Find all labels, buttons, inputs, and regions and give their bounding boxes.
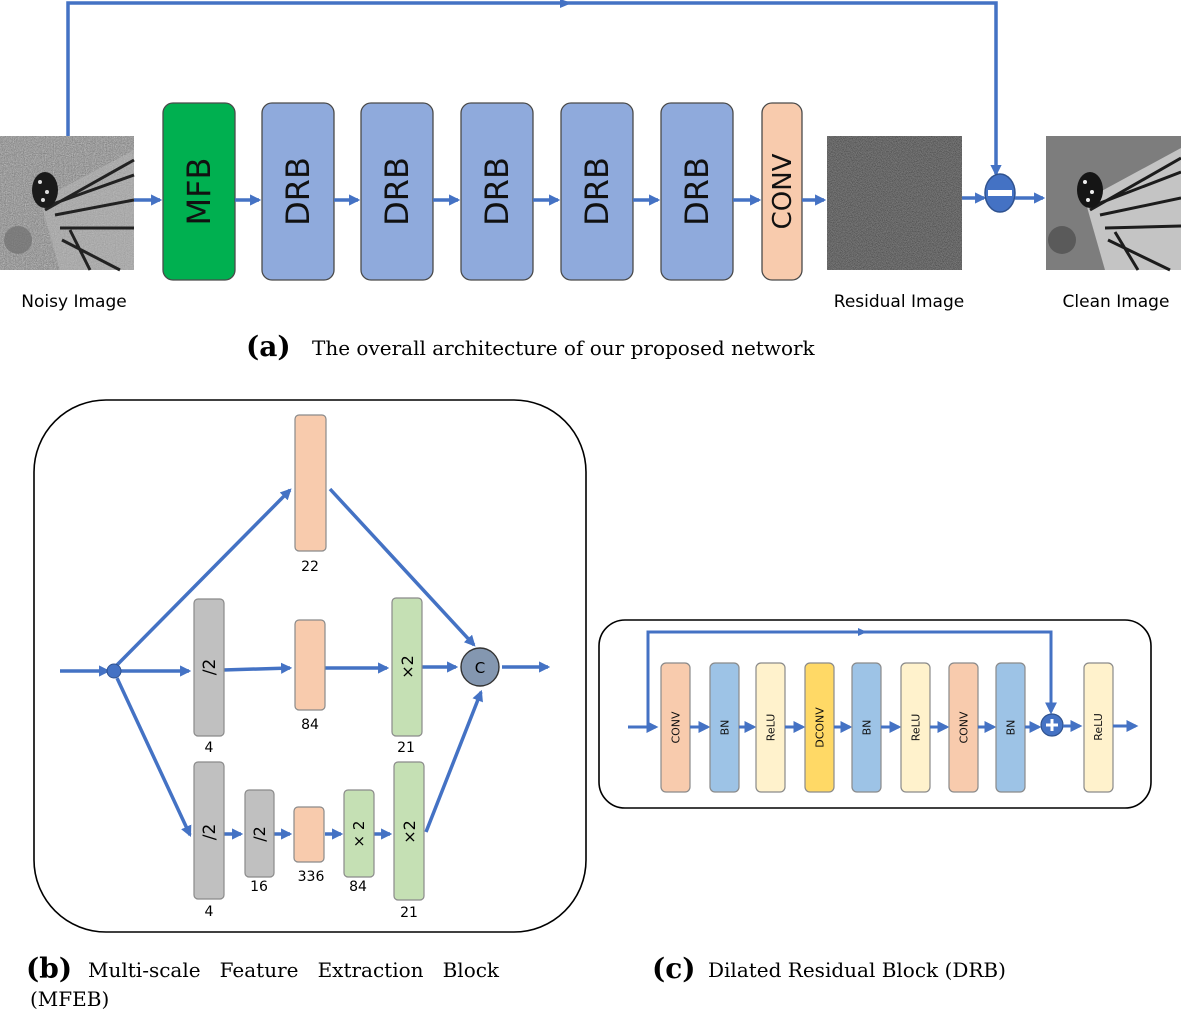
caption-b-letter: (b) [26,952,72,985]
caption-b-line1: Multi-scale Feature Extraction Block [88,958,500,982]
conv-label-7: CONV [768,153,798,229]
mid-upsample-label: ×2 [398,655,417,679]
caption-a-letter: (a) [246,330,291,363]
mid-downsample-block [193,598,225,737]
bot-conv-count: 336 [298,869,325,885]
drb-dconv-label-4: DCONV [814,707,827,748]
caption-c-text: Dilated Residual Block (DRB) [708,958,1006,982]
drb-block-6 [660,102,734,281]
mid-downsample-label: /2 [200,659,220,676]
drb-block-5 [560,102,634,281]
caption-a-text: The overall architecture of our proposed… [312,336,816,360]
minus-icon [984,173,1016,213]
mfb-label-1: MFB [180,158,218,226]
drb-skip-connection [646,630,1057,726]
drb-bn-label-2: BN [719,720,732,736]
drb-conv-label-7: CONV [958,711,971,744]
mid-upsample-count: 21 [397,740,415,756]
bot-upsample-2-block [393,761,425,901]
bot-upsample-1-block [343,789,375,878]
clean-image [1046,136,1181,272]
mid-downsample-count: 4 [205,740,214,756]
noisy-image-label: Noisy Image [21,292,126,312]
bot-downsample-2-block [244,789,275,878]
bot-downsample-1-count: 4 [205,904,214,920]
caption-b-line2: (MFEB) [30,987,109,1011]
drb-label-5: DRB [578,157,616,226]
drb-frame [598,619,1152,809]
mid-conv-count: 84 [301,717,319,733]
drb-label-2: DRB [279,157,317,226]
top-conv-block [294,414,327,552]
split-node [106,663,122,679]
bot-downsample-2-count: 16 [250,879,268,895]
drb-bn-label-8: BN [1005,720,1018,736]
conv-block-7 [761,102,803,281]
drb-block-2 [261,102,335,281]
drb-block-chain: CONV BN ReLU DCONV BN ReLU CONV BN [660,662,1042,793]
drb-label-6: DRB [678,157,716,226]
clean-image-label: Clean Image [1063,292,1170,312]
bot-upsample-2-count: 21 [400,905,418,921]
concat-label: C [475,659,485,677]
drb-skip-arrow-head [858,628,867,636]
concat-node [460,647,500,687]
bot-downsample-1-block [193,761,225,900]
panel-b: 22 /2 4 84 ×2 21 C /2 4 /2 16 336 × 2 84… [26,399,587,1011]
bot-downsample-1-label: /2 [200,824,220,841]
drb-label-3: DRB [378,157,416,226]
drb-label-4: DRB [478,157,516,226]
mfb-block-1 [162,102,236,281]
drb-conv-label-1: CONV [670,711,683,744]
caption-c-letter: (c) [652,952,696,985]
skip-connection [66,1,1002,177]
plus-icon [1040,713,1064,737]
drb-block-3 [360,102,434,281]
drb-final-relu-label: ReLU [1092,713,1105,741]
panel-c: CONV BN ReLU DCONV BN ReLU CONV BN ReLU (c) Dil… [598,619,1152,985]
mid-upsample-block [391,597,423,737]
residual-image [827,136,962,270]
drb-relu-label-3: ReLU [765,714,778,742]
mid-conv-block [294,619,326,711]
block-chain: MFB DRB DRB DRB DRB DRB CONV [162,102,827,281]
bot-upsample-2-label: ×2 [400,820,419,844]
skip-arrow-head [560,0,572,8]
bot-downsample-2-label: /2 [250,826,269,842]
mfeb-arrows [60,487,551,840]
drb-bn-label-5: BN [861,720,874,736]
bot-upsample-1-count: 84 [349,879,367,895]
residual-image-label: Residual Image [834,292,964,312]
bot-conv-block [293,806,325,863]
panel-a: Noisy Image MFB DRB DRB DRB DRB DRB CONV Resid… [0,0,1181,363]
mfeb-frame [33,399,587,933]
top-conv-count: 22 [301,559,319,575]
bot-upsample-1-label: × 2 [350,821,368,848]
drb-relu-label-6: ReLU [910,714,923,742]
noisy-image [0,136,135,272]
drb-block-4 [460,102,534,281]
